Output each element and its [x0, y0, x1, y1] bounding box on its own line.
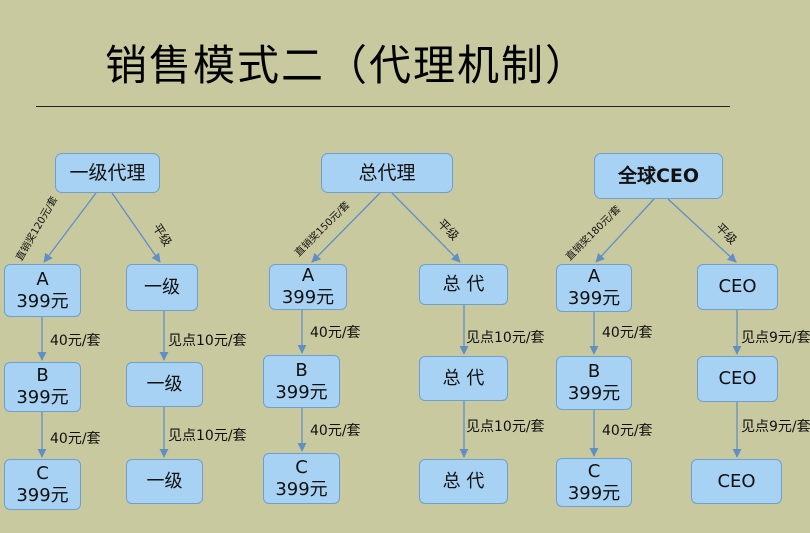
node-g1-top-label: 一级代理 — [69, 162, 146, 184]
title-divider — [36, 106, 730, 107]
node-g2-r1: 总 代 — [419, 264, 508, 305]
edge-label-g1-right-1: 见点10元/套 — [168, 333, 247, 349]
node-g2-r3-label: 总 代 — [442, 470, 485, 492]
node-g1-c: C 399元 — [4, 459, 81, 510]
node-g2-a-price: 399元 — [281, 287, 335, 308]
node-g1-c-price: 399元 — [16, 484, 69, 506]
edge-label-g1-left-1: 40元/套 — [50, 333, 101, 349]
node-g3-b: B 399元 — [556, 356, 632, 410]
node-g3-b-letter: B — [587, 361, 601, 382]
edge-label-g1-left-2: 40元/套 — [50, 431, 101, 447]
node-g3-top-label: 全球CEO — [617, 165, 700, 187]
node-g1-b-price: 399元 — [16, 387, 69, 408]
node-g2-c: C 399元 — [263, 453, 340, 504]
node-g2-r3: 总 代 — [419, 459, 508, 504]
node-g2-a-letter: A — [301, 265, 315, 286]
edge-label-g3-left-1: 40元/套 — [602, 325, 653, 341]
node-g3-r3-label: CEO — [717, 470, 756, 492]
node-g2-top: 总代理 — [321, 153, 453, 193]
edge-label-g3-right-1: 见点9元/套 — [741, 330, 810, 346]
node-g2-c-price: 399元 — [275, 478, 328, 500]
arrow-g1-level — [111, 192, 161, 263]
edge-label-g3-left-2: 40元/套 — [602, 423, 653, 439]
node-g3-c: C 399元 — [556, 458, 632, 507]
node-g3-top: 全球CEO — [594, 153, 723, 199]
node-g2-top-label: 总代理 — [358, 162, 416, 184]
node-g1-r3-label: 一级 — [146, 470, 183, 492]
node-g1-r3: 一级 — [126, 459, 203, 504]
node-g1-b: B 399元 — [4, 362, 81, 412]
node-g1-c-letter: C — [36, 462, 49, 484]
edge-label-g1-right-2: 见点10元/套 — [168, 428, 247, 444]
node-g1-a-price: 399元 — [16, 290, 69, 312]
node-g2-r1-label: 总 代 — [442, 273, 485, 295]
node-g3-r2-label: CEO — [718, 368, 757, 389]
edge-label-g2-right-1: 见点10元/套 — [466, 330, 545, 346]
node-g2-b-letter: B — [295, 359, 308, 381]
node-g1-a: A 399元 — [4, 264, 81, 317]
page-title: 销售模式二（代理机制） — [105, 41, 590, 90]
edge-label-g2-left-2: 40元/套 — [310, 423, 361, 439]
node-g3-c-letter: C — [587, 460, 601, 482]
node-g2-a: A 399元 — [269, 264, 347, 310]
node-g3-r3: CEO — [691, 459, 782, 504]
node-g3-a-price: 399元 — [567, 288, 621, 309]
node-g3-a-letter: A — [587, 266, 601, 287]
arrow-g2-direct — [311, 192, 381, 263]
node-g1-r1: 一级 — [126, 264, 198, 311]
node-g1-a-letter: A — [36, 268, 49, 290]
node-g3-c-price: 399元 — [567, 482, 621, 504]
node-g2-r2: 总 代 — [419, 356, 508, 401]
node-g3-r1-label: CEO — [718, 276, 757, 297]
edge-label-g3-right-2: 见点9元/套 — [741, 419, 810, 435]
node-g1-r2-label: 一级 — [146, 373, 183, 395]
arrow-g1-direct — [43, 192, 97, 263]
node-g3-b-price: 399元 — [567, 383, 621, 404]
node-g2-c-letter: C — [295, 456, 308, 478]
edge-label-g2-left-1: 40元/套 — [310, 325, 361, 341]
arrow-g2-level — [391, 192, 461, 263]
node-g1-r2: 一级 — [126, 362, 203, 407]
node-g2-b-price: 399元 — [275, 381, 328, 403]
node-g2-r2-label: 总 代 — [442, 367, 485, 389]
node-g1-top: 一级代理 — [55, 153, 160, 193]
node-g3-r1: CEO — [697, 264, 778, 310]
node-g3-a: A 399元 — [556, 264, 632, 312]
edge-label-g2-right-2: 见点10元/套 — [466, 419, 545, 435]
node-g1-r1-label: 一级 — [144, 276, 180, 298]
node-g3-r2: CEO — [697, 356, 778, 402]
arrow-g3-direct — [595, 198, 655, 263]
node-g1-b-letter: B — [36, 365, 49, 386]
node-g2-b: B 399元 — [263, 355, 340, 408]
arrow-g3-level — [667, 198, 737, 263]
